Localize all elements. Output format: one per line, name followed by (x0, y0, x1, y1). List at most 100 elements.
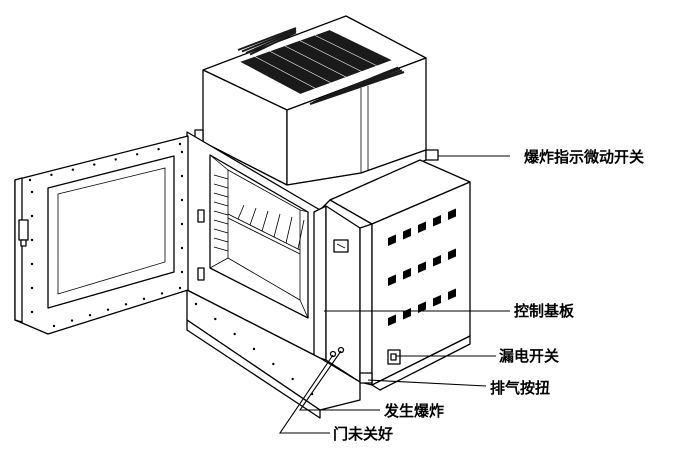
vent-gap (314, 35, 377, 66)
bolt (194, 302, 198, 306)
bolt (135, 153, 139, 156)
vent-slat (318, 66, 399, 101)
rack-rung (213, 192, 229, 198)
leader-explosion (298, 350, 380, 411)
vent-gap (254, 56, 316, 89)
vent-slot (388, 274, 396, 286)
rack-shelf (227, 217, 301, 255)
vent-slat (237, 27, 297, 51)
rack-rung (213, 210, 229, 216)
plinth-bolts (194, 302, 314, 396)
vent-gap (329, 29, 393, 61)
bolt (106, 308, 110, 311)
bolt (30, 262, 34, 266)
vent-slot (388, 314, 396, 326)
top-vent-grille (237, 27, 405, 105)
vent-gap (284, 45, 347, 78)
bolt (160, 292, 164, 295)
leader-lines (278, 155, 510, 434)
rack-rod (273, 213, 281, 238)
bolt (88, 313, 92, 317)
vent-slat (241, 28, 297, 53)
bolt (52, 324, 56, 328)
vent-slot (418, 221, 426, 233)
bolt (142, 297, 146, 301)
vent-slot (433, 295, 441, 307)
bolt (30, 286, 34, 290)
rack-rung (213, 246, 229, 252)
bolt (252, 347, 256, 351)
chamber-rack (213, 174, 305, 255)
rack-rung (213, 174, 229, 180)
bolt (50, 173, 53, 177)
rack-rod (237, 204, 245, 220)
vent-slot (403, 228, 411, 240)
label-control-board: 控制基板 (514, 302, 575, 320)
vent-slat (245, 30, 297, 54)
exhaust-button-body (359, 372, 373, 384)
rack-rung (213, 228, 229, 234)
open-door (14, 135, 189, 335)
leader-door (278, 354, 334, 434)
rack-rung (213, 219, 229, 225)
label-explosion-micro-switch: 爆炸指示微动开关 (524, 148, 644, 166)
vent-gap (269, 51, 331, 83)
leader-exhaust-button (367, 379, 487, 387)
vent-gap (239, 61, 301, 95)
top-exhaust-housing (202, 15, 427, 186)
vent-slot (418, 261, 426, 273)
explosion-lamp (337, 346, 345, 354)
bolt (30, 310, 34, 314)
vent-slat (249, 31, 297, 56)
bolt (214, 317, 217, 321)
bolt (180, 246, 184, 250)
label-exhaust-button: 排气按扭 (490, 379, 550, 397)
bolt (71, 168, 75, 171)
micro-switch-body (425, 149, 439, 161)
cabinet-body (186, 129, 427, 419)
bolt (30, 190, 34, 194)
bolt (291, 377, 294, 381)
rack-rung (213, 183, 229, 189)
bolt (180, 150, 184, 154)
side-control-box (329, 149, 471, 391)
label-door-not-closed: 门未关好 (333, 425, 393, 443)
bolt (30, 214, 34, 218)
vent-slot (433, 215, 441, 227)
bolt (28, 178, 32, 182)
vent-slot (403, 268, 411, 280)
vent-slot (418, 301, 426, 313)
bolt (180, 198, 184, 202)
bolt (233, 332, 236, 336)
side-vent-slots (388, 208, 456, 326)
rack-rod (297, 219, 305, 250)
rack-rod (249, 207, 257, 226)
label-explosion-occurred: 发生爆炸 (383, 402, 444, 420)
bolt (157, 147, 160, 151)
vent-slot (448, 288, 456, 300)
bolt (93, 163, 96, 166)
vent-slot (448, 248, 456, 260)
bolt (124, 303, 128, 306)
rack-rod (261, 210, 269, 232)
vent-slot (433, 255, 441, 267)
door-bolts (28, 142, 184, 328)
label-leakage-switch: 漏电开关 (499, 347, 559, 365)
bolt (70, 319, 74, 322)
bolt (180, 174, 184, 178)
vent-slot (388, 234, 396, 246)
rack-shelf (227, 213, 301, 251)
rack-rod (285, 216, 293, 244)
door-lamp (329, 350, 337, 358)
bolt (180, 270, 184, 274)
bolt (178, 286, 182, 290)
hinge-upper (197, 209, 205, 223)
bolt (178, 142, 182, 146)
vent-slot (448, 208, 456, 220)
rack-rung (213, 201, 229, 207)
hinge-lower (197, 267, 205, 281)
door-latch (18, 219, 29, 241)
bolt (114, 158, 117, 161)
bolt (180, 222, 184, 226)
